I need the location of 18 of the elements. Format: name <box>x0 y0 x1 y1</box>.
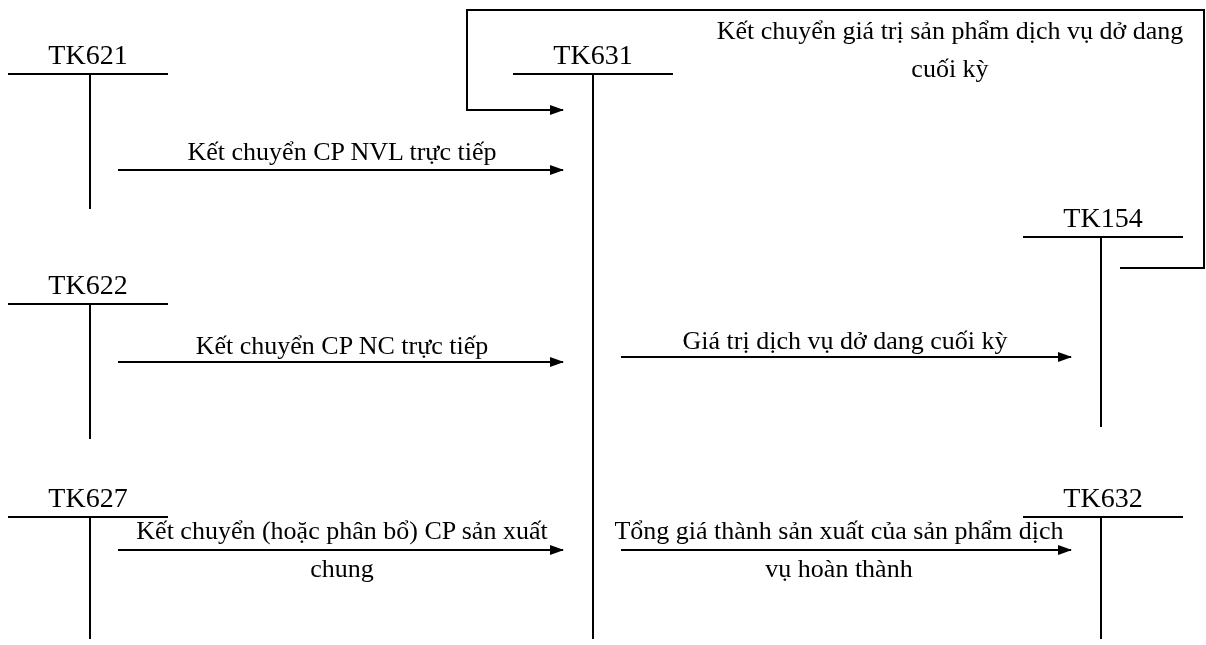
edge-label: Kết chuyển CP NVL trực tiếp <box>186 136 498 168</box>
account-name: TK622 <box>48 268 128 302</box>
arrow <box>466 9 1205 269</box>
arrow <box>117 165 564 175</box>
arrow <box>620 352 1072 362</box>
account-name: TK627 <box>48 481 128 515</box>
account-name: TK621 <box>48 38 128 72</box>
account-name: TK154 <box>1063 201 1143 235</box>
edge-label: Kết chuyển CP NC trực tiếp <box>194 330 490 362</box>
edge-label: Giá trị dịch vụ dở dang cuối kỳ <box>681 325 1009 357</box>
arrow <box>117 545 564 555</box>
arrow <box>117 357 564 367</box>
account-name: TK631 <box>553 38 633 72</box>
edge-label: Kết chuyển (hoặc phân bổ) CP sản xuất chung <box>135 515 549 585</box>
edge-label: Tổng giá thành sản xuất của sản phẩm dịch vụ hoàn thành <box>613 515 1065 585</box>
account-name: TK632 <box>1063 481 1143 515</box>
edge-label: Kết chuyển giá trị sản phẩm dịch vụ dở dang cuối kỳ <box>715 15 1185 85</box>
arrow <box>620 545 1072 555</box>
